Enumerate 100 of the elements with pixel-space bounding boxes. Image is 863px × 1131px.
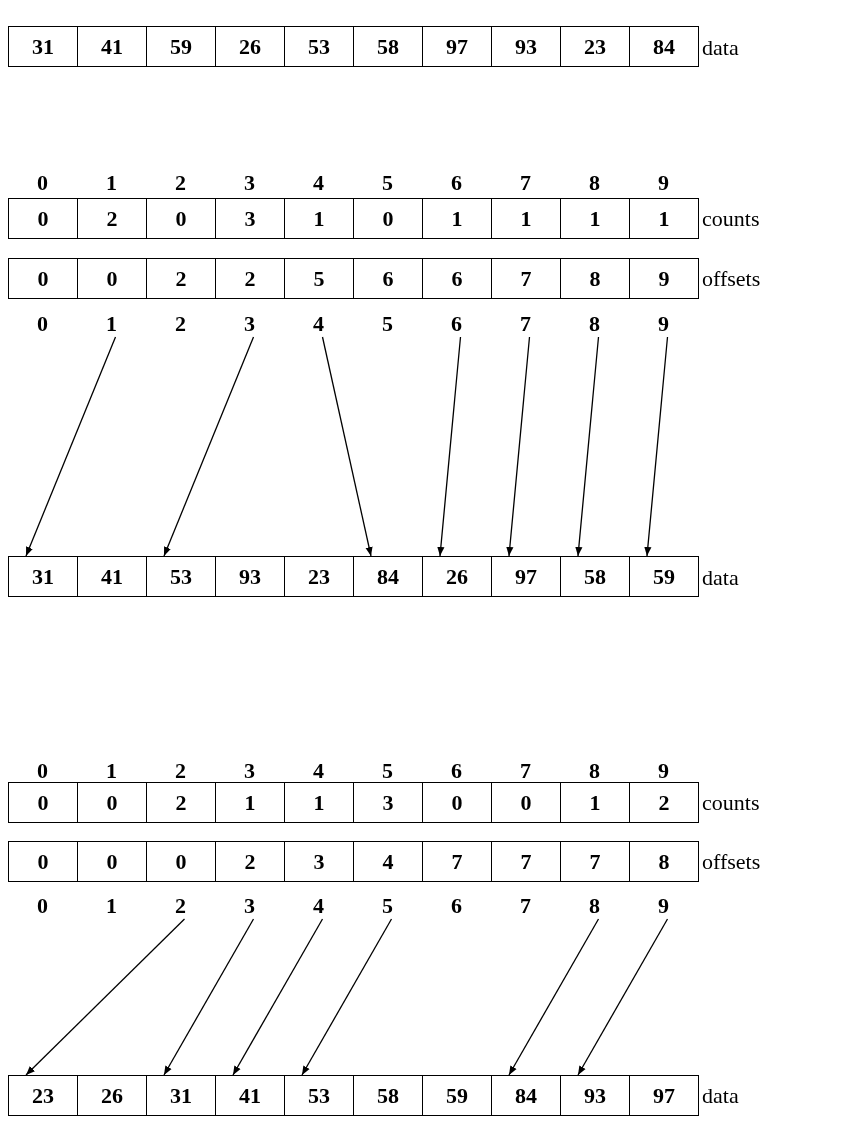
- array-cell: 31: [8, 556, 78, 597]
- arrow: [508, 918, 600, 1076]
- index-number: 7: [519, 891, 532, 919]
- index-number: 1: [97, 309, 126, 337]
- array-name: data: [702, 1081, 739, 1109]
- array-name: counts: [702, 204, 760, 232]
- index-number: 0: [36, 756, 49, 784]
- array-cell: 97: [491, 556, 561, 597]
- arrow: [25, 918, 186, 1076]
- index-number: 7: [519, 168, 532, 196]
- index-number: 9: [657, 756, 670, 784]
- array-cell: 0: [422, 782, 492, 823]
- arrow: [577, 918, 669, 1076]
- array-cell: 31: [8, 26, 78, 67]
- array-cell: 1: [560, 198, 630, 239]
- array-name: offsets: [702, 264, 761, 292]
- array-cell: 41: [215, 1075, 285, 1116]
- arrow: [321, 336, 373, 557]
- index-number: 4: [304, 891, 333, 919]
- array-cell: 93: [491, 26, 561, 67]
- array-cell: 84: [353, 556, 423, 597]
- index-number: 3: [243, 168, 256, 196]
- array-cell: 58: [353, 1075, 423, 1116]
- array-cell: 1: [284, 782, 354, 823]
- index-number: 8: [588, 168, 601, 196]
- array-cell: 0: [8, 841, 78, 882]
- array-cell: 7: [560, 841, 630, 882]
- array-cell: 1: [560, 782, 630, 823]
- array-cell: 41: [77, 26, 147, 67]
- array-cell: 26: [215, 26, 285, 67]
- array-cell: 53: [146, 556, 216, 597]
- array-cell: 7: [422, 841, 492, 882]
- array-cell: 1: [491, 198, 561, 239]
- array-cell: 41: [77, 556, 147, 597]
- array-cell: 7: [491, 258, 561, 299]
- index-number: 4: [312, 168, 325, 196]
- array-cell: 23: [284, 556, 354, 597]
- index-number: 5: [381, 309, 394, 337]
- index-number: 2: [174, 756, 187, 784]
- index-number: 3: [235, 309, 264, 337]
- index-number: 7: [519, 756, 532, 784]
- index-number: 1: [105, 756, 118, 784]
- index-number: 3: [235, 891, 264, 919]
- array-cell: 1: [284, 198, 354, 239]
- array-cell: 26: [422, 556, 492, 597]
- array-cell: 2: [146, 782, 216, 823]
- array-cell: 2: [77, 198, 147, 239]
- index-number: 0: [36, 309, 49, 337]
- array-cell: 31: [146, 1075, 216, 1116]
- array-cell: 0: [8, 258, 78, 299]
- array-cell: 23: [8, 1075, 78, 1116]
- index-number: 2: [166, 891, 195, 919]
- array-cell: 2: [215, 258, 285, 299]
- array-cell: 5: [284, 258, 354, 299]
- array-cell: 0: [353, 198, 423, 239]
- index-number: 0: [36, 891, 49, 919]
- index-number: 9: [657, 168, 670, 196]
- array-cell: 84: [629, 26, 699, 67]
- array-cell: 97: [629, 1075, 699, 1116]
- array-name: counts: [702, 788, 760, 816]
- array-cell: 2: [215, 841, 285, 882]
- array-cell: 97: [422, 26, 492, 67]
- array-cell: 7: [491, 841, 561, 882]
- array-cell: 84: [491, 1075, 561, 1116]
- array-cell: 53: [284, 26, 354, 67]
- arrow: [163, 918, 255, 1076]
- array-name: data: [702, 563, 739, 591]
- arrow: [644, 336, 669, 557]
- array-cell: 58: [353, 26, 423, 67]
- index-number: 1: [105, 891, 118, 919]
- array-cell: 6: [422, 258, 492, 299]
- array-cell: 0: [77, 258, 147, 299]
- array-cell: 8: [629, 841, 699, 882]
- index-number: 8: [588, 756, 601, 784]
- arrow: [232, 918, 324, 1076]
- index-number: 9: [649, 309, 678, 337]
- array-cell: 1: [629, 198, 699, 239]
- index-number: 3: [243, 756, 256, 784]
- index-number: 2: [174, 168, 187, 196]
- array-cell: 58: [560, 556, 630, 597]
- arrow: [506, 336, 531, 557]
- array-cell: 2: [146, 258, 216, 299]
- array-cell: 3: [215, 198, 285, 239]
- index-number: 0: [36, 168, 49, 196]
- array-cell: 0: [77, 841, 147, 882]
- index-number: 6: [450, 891, 463, 919]
- array-cell: 2: [629, 782, 699, 823]
- index-number: 5: [381, 756, 394, 784]
- array-cell: 0: [146, 841, 216, 882]
- array-cell: 3: [284, 841, 354, 882]
- array-cell: 0: [77, 782, 147, 823]
- index-number: 5: [373, 891, 402, 919]
- arrow: [163, 336, 255, 557]
- array-cell: 0: [146, 198, 216, 239]
- index-number: 8: [580, 309, 609, 337]
- array-cell: 53: [284, 1075, 354, 1116]
- array-cell: 9: [629, 258, 699, 299]
- array-cell: 26: [77, 1075, 147, 1116]
- array-name: data: [702, 33, 739, 61]
- index-number: 7: [511, 309, 540, 337]
